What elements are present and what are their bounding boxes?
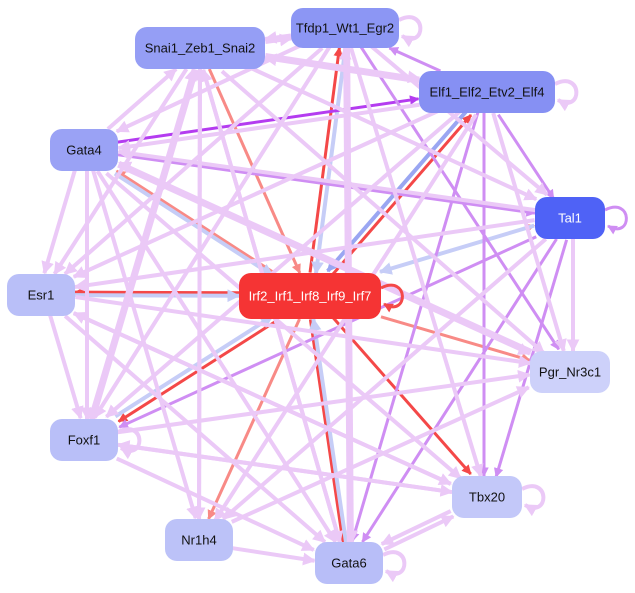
node-nr1h4[interactable]: Nr1h4	[165, 519, 233, 561]
edge-nr1h4-to-pgr	[230, 385, 530, 524]
node-tbx20[interactable]: Tbx20	[452, 476, 522, 518]
edge-nr1h4-to-gata6	[232, 546, 316, 566]
node-label: Gata4	[66, 142, 101, 157]
edges-layer	[41, 15, 628, 583]
node-gata6[interactable]: Gata6	[315, 542, 383, 584]
node-box	[50, 419, 118, 461]
edge-tfdp1-to-tal1	[369, 44, 549, 197]
edge-irf2-to-foxf1	[117, 320, 277, 423]
edge-tal1-to-gata6	[361, 238, 558, 543]
node-label: Irf2_Irf1_Irf8_Irf9_Irf7	[249, 288, 372, 303]
edge-foxf1-to-pgr	[117, 369, 531, 435]
node-label: Gata6	[331, 555, 366, 570]
node-tfdp1[interactable]: Tfdp1_Wt1_Egr2	[291, 8, 399, 48]
edge-elf1-to-snai1	[263, 53, 420, 84]
edge-irf2-to-pgr	[380, 315, 531, 363]
self-loop-irf2	[380, 283, 404, 313]
edge-foxf1-to-gata6	[115, 456, 315, 552]
self-loop-gata6	[382, 550, 407, 583]
edge-gata4-to-gata6	[95, 169, 338, 544]
self-loop-elf1	[554, 79, 579, 112]
edge-tal1-to-nr1h4	[221, 237, 548, 521]
self-loop-tbx20	[521, 484, 546, 517]
node-box	[50, 129, 118, 171]
node-box	[165, 519, 233, 561]
node-box	[315, 542, 383, 584]
edge-tbx20-to-foxf1	[116, 440, 453, 495]
edge-foxf1-to-snai1	[88, 67, 197, 420]
edge-tal1-to-irf2	[378, 223, 535, 275]
edge-gata4-to-pgr	[117, 163, 532, 356]
node-box	[7, 274, 75, 316]
self-loop-tal1	[604, 205, 628, 235]
edge-tfdp1-to-tbx20	[349, 47, 484, 478]
node-snai1[interactable]: Snai1_Zeb1_Snai2	[135, 27, 265, 69]
edge-elf1-to-pgr	[491, 112, 567, 353]
node-elf1[interactable]: Elf1_Elf2_Etv2_Elf4	[419, 71, 555, 113]
edge-elf1-to-gata4	[117, 102, 420, 153]
node-label: Esr1	[28, 287, 55, 302]
edge-elf1-to-gata6	[350, 111, 480, 543]
node-box	[530, 351, 610, 393]
edge-snai1-to-elf1	[265, 53, 421, 84]
node-pgr[interactable]: Pgr_Nr3c1	[530, 351, 610, 393]
self-loop-foxf1	[117, 427, 142, 460]
edge-gata6-to-tbx20	[383, 514, 455, 552]
node-box	[291, 8, 399, 48]
edge-gata4-to-irf2	[113, 171, 274, 278]
node-label: Tbx20	[469, 489, 505, 504]
self-loop-tfdp1	[398, 15, 423, 48]
edge-tfdp1-to-snai1	[263, 31, 292, 44]
node-foxf1[interactable]: Foxf1	[50, 419, 118, 461]
edge-elf1-to-tfdp1	[388, 46, 442, 73]
node-label: Tal1	[558, 210, 582, 225]
edge-tbx20-to-esr1	[72, 311, 452, 486]
node-tal1[interactable]: Tal1	[535, 197, 605, 239]
edge-elf1-to-esr1	[72, 108, 441, 279]
node-label: Elf1_Elf2_Etv2_Elf4	[430, 84, 545, 99]
node-esr1[interactable]: Esr1	[7, 274, 75, 316]
edge-gata4-to-esr1	[41, 169, 77, 275]
edge-elf1-to-foxf1	[105, 109, 463, 419]
edge-irf2-to-tbx20	[331, 316, 472, 476]
node-gata4[interactable]: Gata4	[50, 129, 118, 171]
node-label: Snai1_Zeb1_Snai2	[145, 40, 256, 55]
edge-tal1-to-gata4	[117, 147, 536, 213]
edge-nr1h4-to-snai1	[193, 67, 207, 520]
edge-gata4-to-snai1	[106, 67, 178, 131]
node-box	[135, 27, 265, 69]
node-box	[419, 71, 555, 113]
edge-tfdp1-to-foxf1	[93, 45, 332, 419]
edge-snai1-to-pgr	[220, 69, 546, 355]
edge-esr1-to-foxf1	[48, 314, 84, 420]
nodes-layer: Tfdp1_Wt1_Egr2Snai1_Zeb1_Snai2Elf1_Elf2_…	[7, 8, 610, 584]
edge-tbx20-to-gata6	[380, 509, 452, 546]
node-box	[239, 273, 381, 319]
edge-pgr-to-gata4	[118, 160, 533, 353]
node-box	[452, 476, 522, 518]
node-label: Tfdp1_Wt1_Egr2	[296, 20, 394, 35]
node-label: Pgr_Nr3c1	[539, 364, 601, 379]
node-label: Nr1h4	[181, 532, 216, 547]
edge-esr1-to-pgr	[75, 295, 532, 368]
edge-esr1-to-irf2	[74, 289, 241, 303]
node-irf2[interactable]: Irf2_Irf1_Irf8_Irf9_Irf7	[239, 273, 381, 319]
edge-irf2-to-esr1	[74, 287, 240, 297]
node-box	[535, 197, 605, 239]
edge-tal1-to-esr1	[73, 218, 535, 292]
node-label: Foxf1	[68, 432, 101, 447]
